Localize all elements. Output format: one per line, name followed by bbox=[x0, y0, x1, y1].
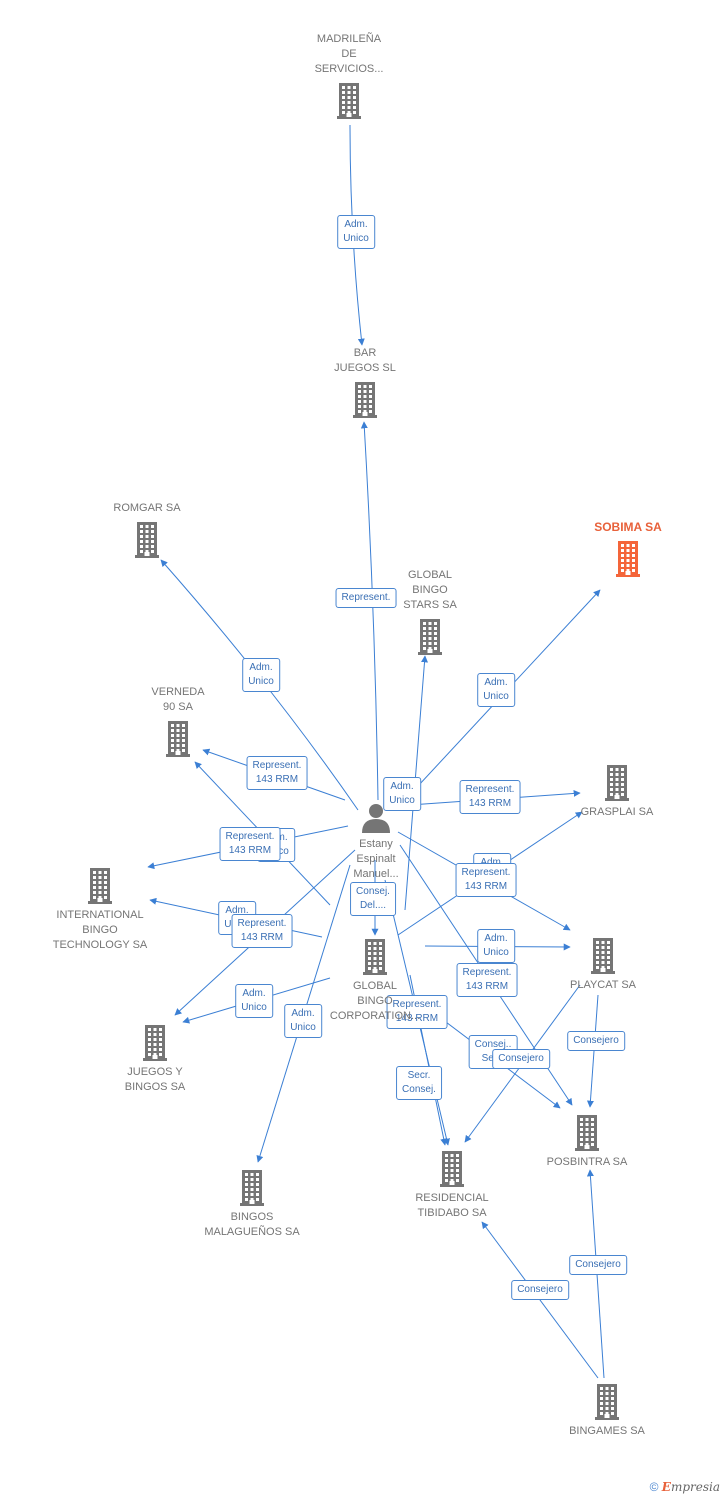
building-icon bbox=[240, 1170, 264, 1206]
node-verneda[interactable]: VERNEDA 90 SA bbox=[118, 685, 238, 757]
edge-label[interactable]: Consej. Del.... bbox=[350, 882, 396, 916]
edge-label[interactable]: Represent. bbox=[335, 588, 397, 608]
node-sobima[interactable]: SOBIMA SA bbox=[568, 520, 688, 577]
edge-label[interactable]: Represent. 143 RRM bbox=[455, 863, 517, 897]
edge-label[interactable]: Adm. Unico bbox=[477, 929, 515, 963]
node-gbcorp[interactable]: GLOBAL BINGO CORPORATION... bbox=[315, 939, 435, 1024]
edge-label[interactable]: Adm. Unico bbox=[284, 1004, 322, 1038]
node-label: MADRILEÑA DE SERVICIOS... bbox=[314, 33, 384, 75]
edge-label[interactable]: Adm. Unico bbox=[477, 673, 515, 707]
node-label: RESIDENCIAL TIBIDABO SA bbox=[415, 1192, 489, 1219]
building-icon bbox=[595, 1384, 619, 1420]
edge-label[interactable]: Represent. 143 RRM bbox=[246, 756, 308, 790]
node-posbintra[interactable]: POSBINTRA SA bbox=[527, 1115, 647, 1170]
edge-label[interactable]: Represent. 143 RRM bbox=[459, 780, 521, 814]
node-grasplai[interactable]: GRASPLAI SA bbox=[557, 765, 677, 820]
node-label: GLOBAL BINGO CORPORATION... bbox=[329, 980, 421, 1022]
building-icon bbox=[575, 1115, 599, 1151]
node-label: BAR JUEGOS SL bbox=[334, 347, 396, 374]
edge-label[interactable]: Secr. Consej. bbox=[396, 1066, 442, 1100]
edge-label[interactable]: Consejero bbox=[567, 1031, 625, 1051]
edge-label[interactable]: Consejero bbox=[492, 1049, 550, 1069]
node-gbstars[interactable]: GLOBAL BINGO STARS SA bbox=[370, 568, 490, 655]
building-icon bbox=[88, 868, 112, 904]
node-label: BINGOS MALAGUEÑOS SA bbox=[204, 1211, 300, 1238]
edge-bingames-residencial bbox=[481, 1221, 599, 1379]
node-playcat[interactable]: PLAYCAT SA bbox=[543, 938, 663, 993]
building-icon bbox=[143, 1025, 167, 1061]
building-icon bbox=[363, 939, 387, 975]
node-label: PLAYCAT SA bbox=[569, 979, 637, 991]
building-icon bbox=[337, 83, 361, 119]
copyright-symbol: © bbox=[649, 1480, 659, 1494]
node-intl[interactable]: INTERNATIONAL BINGO TECHNOLOGY SA bbox=[40, 868, 160, 953]
building-icon bbox=[440, 1151, 464, 1187]
edge-label[interactable]: Represent. 143 RRM bbox=[386, 995, 448, 1029]
node-label: Estany Espinalt Manuel... bbox=[353, 838, 399, 880]
node-residencial[interactable]: RESIDENCIAL TIBIDABO SA bbox=[392, 1151, 512, 1221]
edge-label[interactable]: Adm. Unico bbox=[235, 984, 273, 1018]
building-icon bbox=[616, 541, 640, 577]
node-label: SOBIMA SA bbox=[594, 520, 662, 534]
building-icon bbox=[591, 938, 615, 974]
node-juegos_bingos[interactable]: JUEGOS Y BINGOS SA bbox=[95, 1025, 215, 1095]
building-icon bbox=[353, 382, 377, 418]
node-label: POSBINTRA SA bbox=[546, 1156, 628, 1168]
node-label: GRASPLAI SA bbox=[580, 806, 654, 818]
edge-label[interactable]: Adm. Unico bbox=[383, 777, 421, 811]
node-madrilena[interactable]: MADRILEÑA DE SERVICIOS... bbox=[289, 32, 409, 119]
building-icon bbox=[166, 721, 190, 757]
person-icon bbox=[362, 804, 390, 833]
footer: © Empresia bbox=[650, 1480, 720, 1494]
building-icon bbox=[135, 522, 159, 558]
edge-label[interactable]: Represent. 143 RRM bbox=[456, 963, 518, 997]
edge-label[interactable]: Adm. Unico bbox=[337, 215, 375, 249]
node-label: BINGAMES SA bbox=[569, 1425, 645, 1437]
edge-label[interactable]: Adm. Unico bbox=[242, 658, 280, 692]
node-label: JUEGOS Y BINGOS SA bbox=[124, 1066, 186, 1093]
node-bar_juegos[interactable]: BAR JUEGOS SL bbox=[305, 346, 425, 418]
building-icon bbox=[605, 765, 629, 801]
edge-label[interactable]: Represent. 143 RRM bbox=[231, 914, 293, 948]
node-bingames[interactable]: BINGAMES SA bbox=[547, 1384, 667, 1439]
node-romgar[interactable]: ROMGAR SA bbox=[87, 501, 207, 558]
edge-label[interactable]: Consejero bbox=[569, 1255, 627, 1275]
node-label: INTERNATIONAL BINGO TECHNOLOGY SA bbox=[52, 909, 148, 951]
empresia-logo[interactable]: Empresia bbox=[661, 1480, 720, 1494]
edge-label[interactable]: Represent. 143 RRM bbox=[219, 827, 281, 861]
edge-playcat-posbintra bbox=[586, 994, 599, 1108]
building-icon bbox=[418, 619, 442, 655]
node-label: ROMGAR SA bbox=[113, 502, 181, 514]
edge-person-bar_juegos bbox=[360, 421, 379, 801]
edge-label[interactable]: Consejero bbox=[511, 1280, 569, 1300]
node-person[interactable]: Estany Espinalt Manuel... bbox=[316, 803, 436, 882]
node-malaguenos[interactable]: BINGOS MALAGUEÑOS SA bbox=[192, 1170, 312, 1240]
node-label: GLOBAL BINGO STARS SA bbox=[403, 569, 457, 611]
node-label: VERNEDA 90 SA bbox=[151, 686, 205, 713]
